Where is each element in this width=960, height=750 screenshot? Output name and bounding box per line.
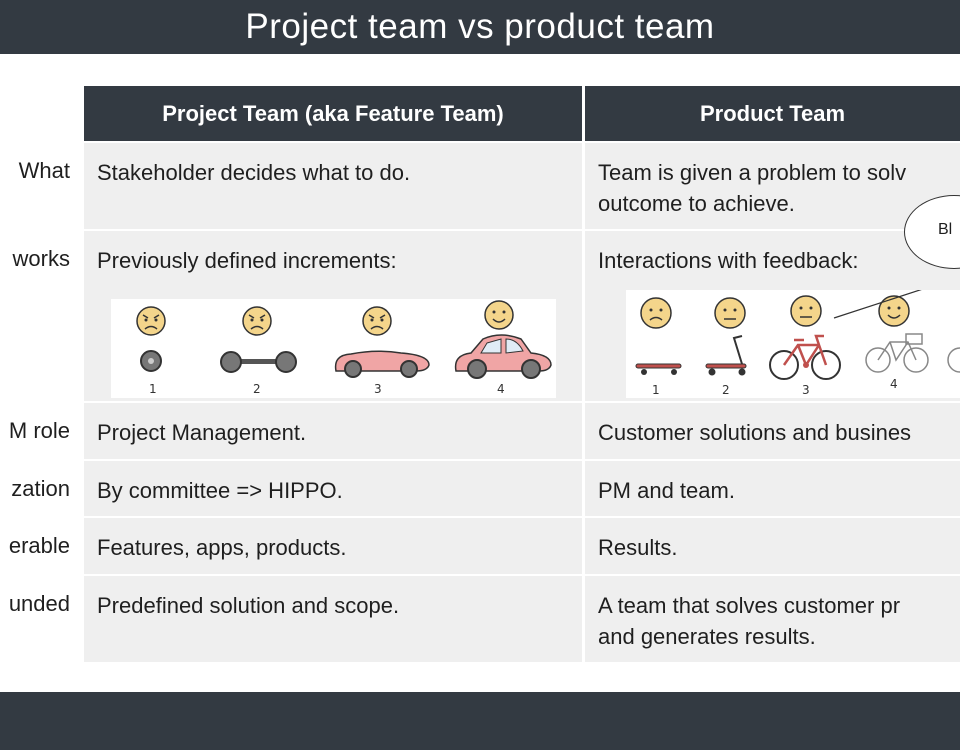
- header-product-team: Product Team: [585, 86, 960, 141]
- cell-text: Interactions with feedback:: [598, 248, 859, 273]
- caption-2: 2: [253, 382, 261, 396]
- caption-4: 4: [890, 377, 898, 391]
- car-body-icon: [334, 350, 430, 378]
- cell-text: Features, apps, products.: [97, 535, 347, 560]
- cell-prioritization-project: By committee => HIPPO.: [84, 461, 582, 516]
- cell-prioritization-product: PM and team.: [585, 461, 960, 516]
- caption-1: 1: [149, 382, 157, 396]
- sad-face-icon: [640, 297, 672, 329]
- cell-text: Project Management.: [97, 420, 307, 445]
- row-label-what: What: [18, 158, 70, 183]
- row-label-bounded: unded: [8, 591, 70, 616]
- cell-what-product: Team is given a problem to solv outcome …: [585, 143, 960, 229]
- row-label-prioritization: zation: [11, 476, 70, 501]
- slide-title: Project team vs product team: [0, 0, 960, 54]
- caption-1: 1: [652, 383, 660, 397]
- footer-bar: [0, 692, 960, 750]
- caption-4: 4: [497, 382, 505, 396]
- cell-text: and generates results.: [598, 624, 816, 649]
- sad-face-icon: [242, 306, 272, 336]
- neutral-face-icon: [714, 297, 746, 329]
- scooter-icon: [705, 335, 747, 376]
- cell-deliverable-product: Results.: [585, 518, 960, 574]
- cell-text: PM and team.: [598, 478, 735, 503]
- row-label-deliverable: erable: [8, 533, 70, 558]
- increment-illustration: 1 2 3 4: [111, 299, 556, 398]
- header-project-team: Project Team (aka Feature Team): [84, 86, 582, 141]
- cell-text: By committee => HIPPO.: [97, 478, 343, 503]
- speech-pointer: [833, 290, 922, 319]
- cell-text: Previously defined increments:: [97, 248, 397, 273]
- cell-text: Results.: [598, 535, 678, 560]
- axle-icon: [220, 351, 297, 373]
- sad-face-icon: [136, 306, 166, 336]
- car-icon: [454, 334, 552, 379]
- happy-face-icon: [484, 300, 514, 330]
- speech-bubble-text: Bl: [938, 221, 953, 238]
- wheel-icon: [140, 350, 162, 372]
- row-label-works: works: [12, 246, 70, 271]
- caption-3: 3: [374, 382, 382, 396]
- cell-what-project: Stakeholder decides what to do.: [84, 143, 582, 229]
- cell-text: A team that solves customer pr: [598, 593, 901, 618]
- sad-face-icon: [362, 306, 392, 336]
- cell-text: outcome to achieve.: [598, 191, 795, 216]
- partial-bike-icon: [947, 347, 960, 373]
- iteration-illustration: 1 2 3 4: [626, 290, 960, 398]
- caption-2: 2: [722, 383, 730, 397]
- cell-text: Stakeholder decides what to do.: [97, 160, 411, 185]
- cell-pm-role-product: Customer solutions and busines: [585, 403, 960, 459]
- cell-bounded-product: A team that solves customer pr and gener…: [585, 576, 960, 662]
- cell-deliverable-project: Features, apps, products.: [84, 518, 582, 574]
- cell-bounded-project: Predefined solution and scope.: [84, 576, 582, 662]
- cell-text: Customer solutions and busines: [598, 420, 912, 445]
- row-label-pm-role: M role: [8, 418, 70, 443]
- bicycle-icon: [769, 334, 841, 380]
- cell-text: Predefined solution and scope.: [97, 593, 400, 618]
- neutral-face-icon: [790, 295, 822, 327]
- caption-3: 3: [802, 383, 810, 397]
- cell-pm-role-project: Project Management.: [84, 403, 582, 459]
- skateboard-icon: [635, 363, 682, 375]
- cell-text: Team is given a problem to solv: [598, 160, 907, 185]
- city-bike-icon: [865, 333, 929, 373]
- happy-face-icon: [878, 295, 910, 327]
